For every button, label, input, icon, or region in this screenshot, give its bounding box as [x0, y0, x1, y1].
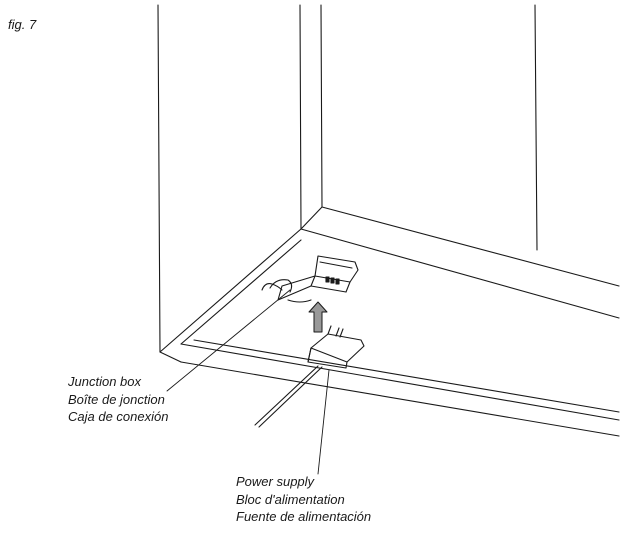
figure-number: fig. 7	[8, 17, 37, 32]
cabinet-back-panel	[300, 4, 620, 319]
cabinet-floor	[159, 228, 620, 437]
power-supply	[307, 325, 365, 369]
cabinet-side-wall	[157, 4, 302, 353]
junction-box-label-en: Junction box	[68, 374, 141, 389]
junction-box	[277, 255, 359, 301]
power-cord	[254, 365, 323, 428]
junction-box-label-es: Caja de conexión	[68, 409, 169, 424]
power-supply-label-fr: Bloc d'alimentation	[236, 491, 345, 507]
junction-box-label-fr: Boîte de jonction	[68, 391, 165, 407]
figure-label: fig. 7	[8, 16, 36, 34]
power-supply-callout: Power supply Bloc d'alimentation Fuente …	[236, 473, 371, 526]
power-supply-label-es: Fuente de alimentación	[236, 509, 372, 524]
junction-box-callout: Junction box Boîte de jonction Caja de c…	[68, 373, 168, 426]
up-arrow	[308, 301, 328, 333]
junction-box-cable	[261, 279, 312, 303]
leader-lines	[166, 289, 330, 475]
power-supply-label-en: Power supply	[236, 474, 315, 489]
